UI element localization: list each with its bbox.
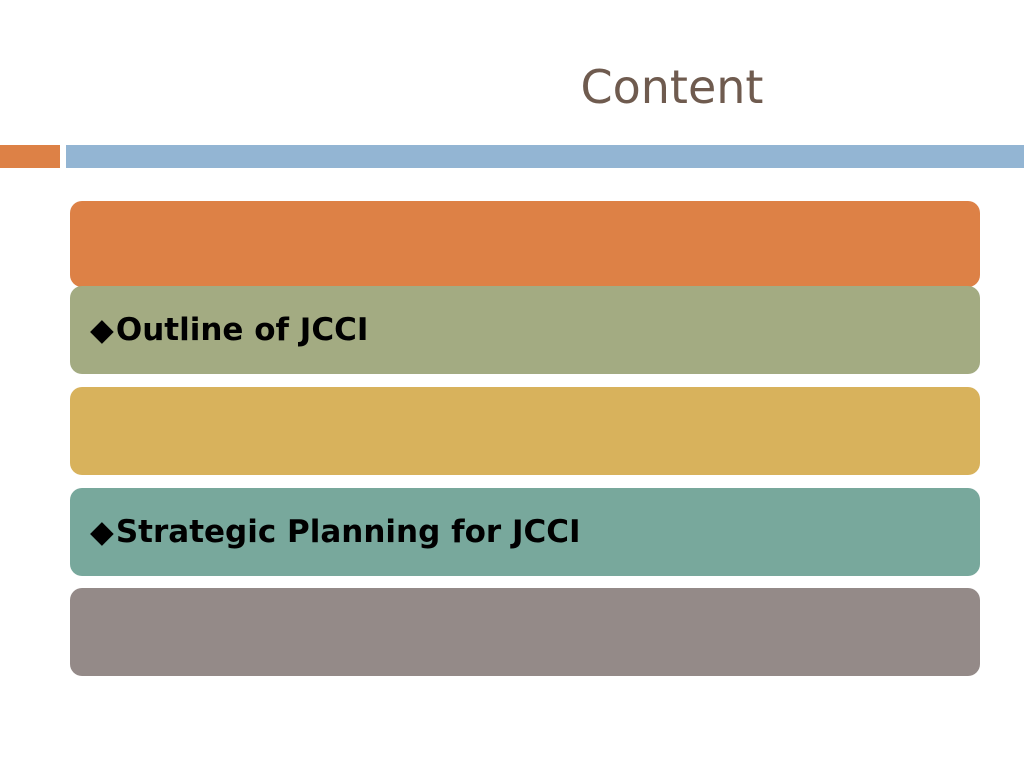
content-band-5 [70,588,980,676]
band-label-strategic-planning: Strategic Planning for JCCI [115,514,581,550]
content-band-4: ◆ Strategic Planning for JCCI [70,488,980,576]
diamond-bullet-icon: ◆ [90,514,114,550]
accent-bar-blue [66,145,1024,168]
content-band-2: ◆ Outline of JCCI [70,286,980,374]
slide-title: Content [580,60,764,114]
content-band-1 [70,201,980,287]
content-band-3 [70,387,980,475]
diamond-bullet-icon: ◆ [90,312,114,348]
accent-bar-orange [0,145,60,168]
band-label-outline: Outline of JCCI [115,312,369,348]
